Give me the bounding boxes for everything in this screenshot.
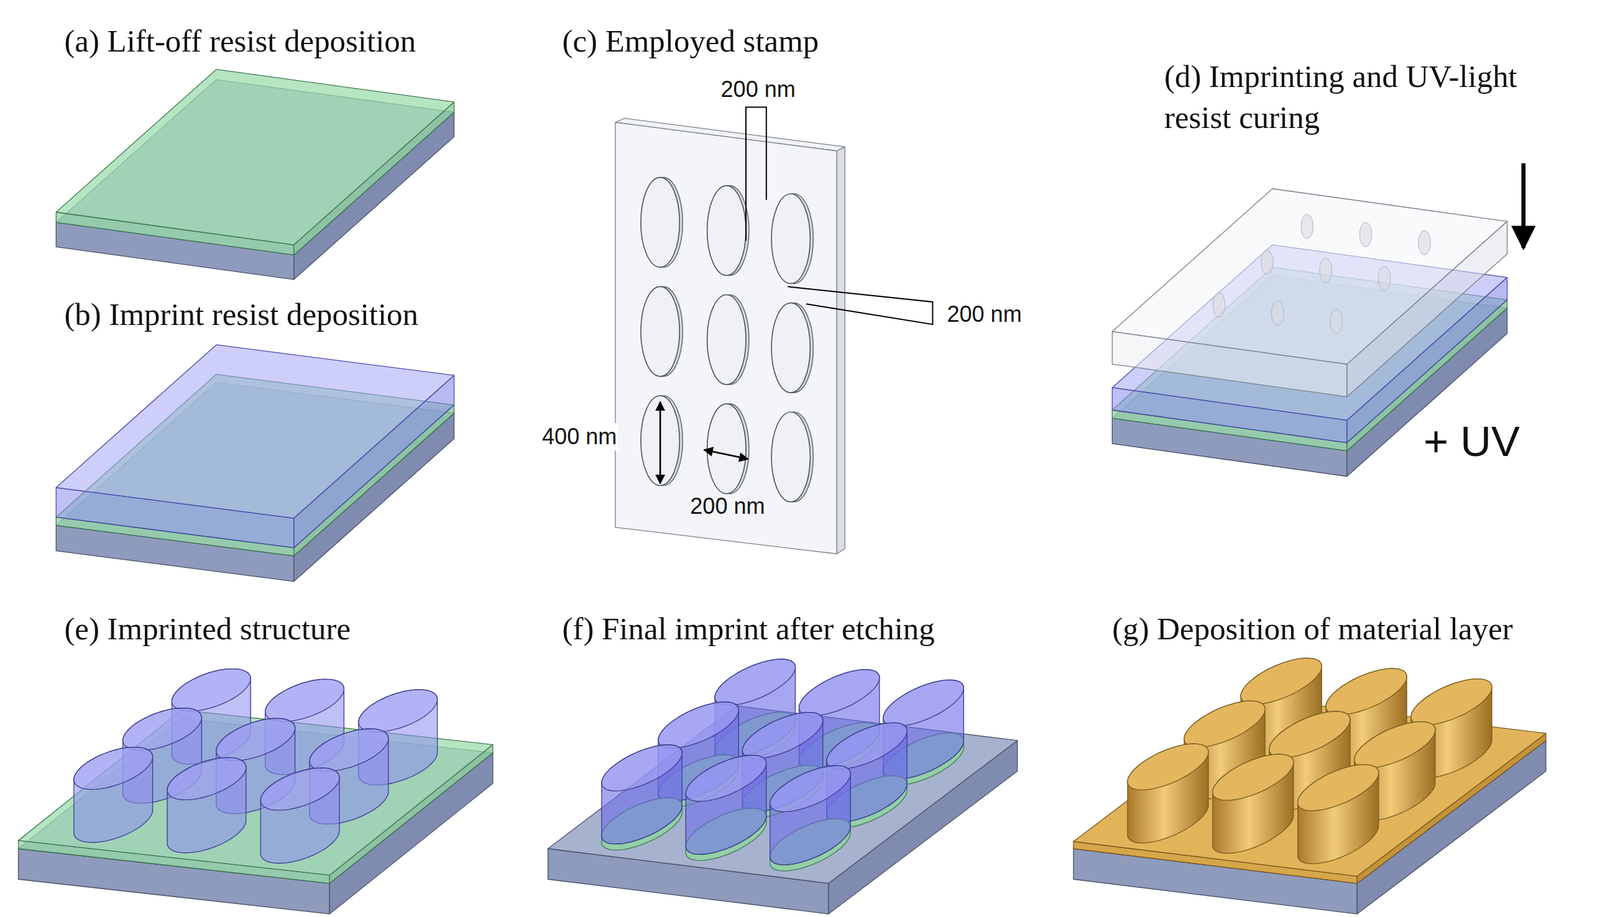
etched-pillar-side — [601, 745, 682, 845]
stamp-hole — [640, 286, 680, 377]
dimension-label: 400 nm — [540, 423, 618, 451]
liftoff-resist-top — [55, 69, 454, 245]
stamp-hole — [771, 412, 810, 502]
stamp-side-edge — [836, 146, 845, 554]
stamp-hole — [1378, 266, 1391, 291]
stamp-hole — [1212, 292, 1226, 318]
etched-pillar-top — [826, 722, 907, 769]
stamp-hole — [771, 193, 810, 284]
stamp-face — [615, 122, 837, 554]
stamp-hole — [771, 303, 810, 393]
stamp-top — [1112, 188, 1507, 365]
imprint-resist-top — [55, 344, 454, 519]
dimension-bracket — [787, 286, 933, 325]
panel-a-illustration — [55, 69, 454, 280]
resist-pillar-top — [73, 747, 153, 791]
panel-b-illustration — [55, 344, 454, 582]
etched-pillar-top — [714, 659, 796, 706]
resist-pillar-top — [260, 768, 340, 811]
material-pillar-side — [1297, 765, 1379, 865]
resist-pillar-top — [358, 689, 438, 733]
resist-pillar-top — [123, 708, 203, 751]
material-pillar-top — [1127, 744, 1209, 791]
etched-pillar-top — [799, 670, 880, 717]
material-pillar-side — [1212, 754, 1294, 855]
panel-title: (g) Deposition of material layer — [1112, 610, 1513, 649]
stamp-hole — [1271, 300, 1285, 326]
etched-pillar-side — [770, 765, 851, 866]
dimension-arrow — [704, 450, 749, 460]
material-pillar-top — [1325, 668, 1407, 715]
material-pillar-side — [1127, 744, 1209, 844]
panel-title: (e) Imprinted structure — [64, 610, 351, 649]
resist-pillar-top — [171, 669, 251, 712]
dimension-label: 200 nm — [946, 300, 1022, 328]
material-pillar-top — [1212, 754, 1294, 801]
stamp-hole — [1359, 222, 1372, 247]
panel-title: (d) Imprinting and UV-light resist curin… — [1164, 55, 1553, 138]
material-pillar-top — [1354, 722, 1436, 769]
etched-pillar-top — [883, 680, 964, 727]
panel-g-illustration — [1073, 658, 1546, 915]
dimension-arrow — [659, 402, 662, 484]
stamp-hole — [707, 294, 746, 385]
panel-e-illustration — [18, 669, 493, 915]
dimension-label: 200 nm — [689, 492, 765, 520]
stamp-illustration — [615, 106, 934, 554]
stamp-hole — [1418, 230, 1431, 255]
etched-pillar-side — [685, 755, 766, 856]
resist-pillar-top — [167, 757, 247, 800]
etched-pillar-top — [742, 712, 823, 759]
panel-title: (a) Lift-off resist deposition — [64, 22, 416, 61]
material-pillar-top — [1269, 711, 1351, 758]
stamp-hole — [1261, 249, 1274, 275]
material-pillar-top — [1411, 679, 1492, 726]
stamp-hole — [707, 404, 746, 494]
panel-d-illustration — [1112, 163, 1524, 477]
panel-title: (c) Employed stamp — [562, 22, 820, 61]
material-pillar-top — [1297, 765, 1379, 812]
resist-pillar-top — [216, 718, 296, 761]
stamp-hole — [1301, 214, 1314, 239]
stamp-hole — [640, 177, 680, 268]
material-pillar-top — [1240, 658, 1322, 705]
etched-pillar-top — [658, 702, 739, 749]
etched-pillar-top — [770, 765, 851, 812]
resist-pillar-side — [260, 768, 340, 864]
stamp-hole — [1330, 308, 1343, 334]
dimension-bracket — [745, 106, 767, 241]
stamp-hole — [640, 395, 680, 486]
panel-f-illustration — [548, 659, 1018, 915]
press-arrow — [1521, 163, 1527, 249]
panel-title: (f) Final imprint after etching — [562, 610, 935, 649]
stamp-hole — [707, 185, 746, 276]
dimension-label: + UV — [1423, 416, 1520, 469]
resist-pillar-top — [309, 729, 389, 772]
panel-title: (b) Imprint resist deposition — [64, 295, 419, 334]
etched-pillar-top — [685, 755, 766, 802]
stamp-hole — [1319, 257, 1333, 283]
resist-pillar-top — [265, 679, 345, 722]
etched-pillar-top — [601, 745, 682, 792]
resist-pillar-side — [73, 747, 153, 843]
dimension-label: 200 nm — [721, 75, 796, 103]
resist-pillar-side — [167, 757, 247, 853]
material-pillar-top — [1184, 701, 1265, 748]
